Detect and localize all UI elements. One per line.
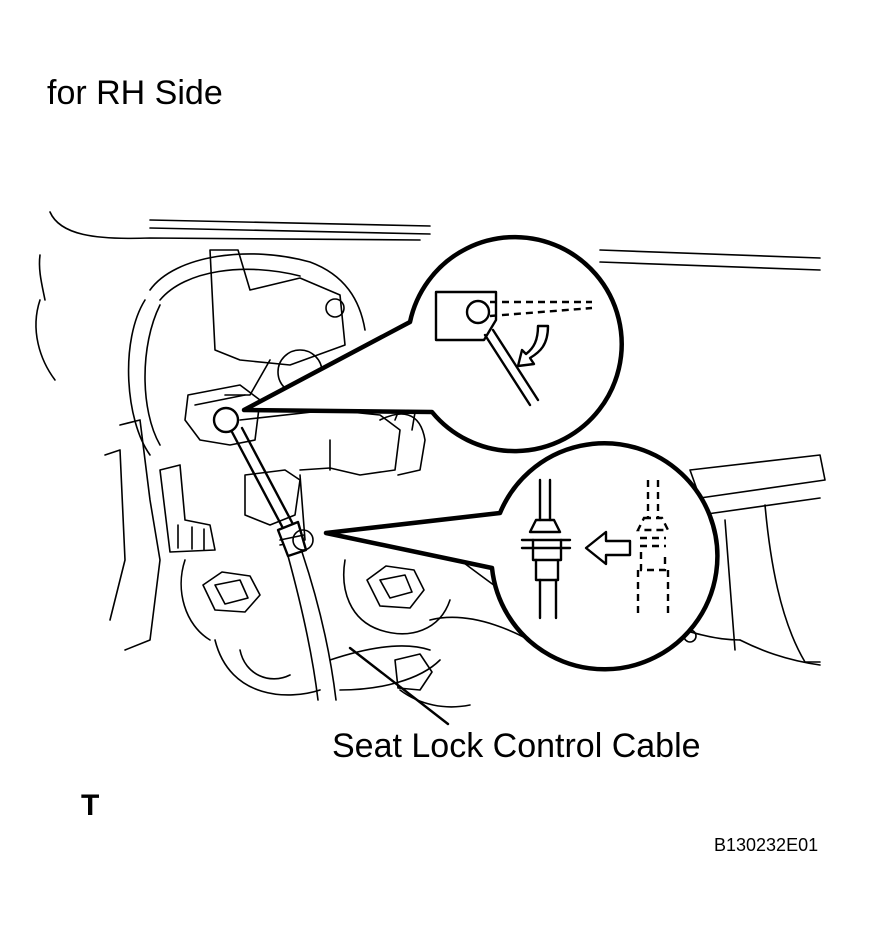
figure-code: B130232E01 — [714, 835, 818, 855]
rotate-arrow-icon — [516, 324, 550, 368]
seat-lock-assembly-illustration — [35, 211, 826, 708]
cable-end-detail-icon — [241, 234, 624, 454]
arrow-left-icon — [584, 530, 632, 566]
corner-marker: T — [81, 789, 99, 822]
heading-text: for RH Side — [47, 74, 223, 112]
callout-leader-line — [348, 646, 450, 726]
cable-clamp-detail-icon — [323, 441, 720, 672]
seat-lock-control-cable-label: Seat Lock Control Cable — [332, 727, 701, 765]
